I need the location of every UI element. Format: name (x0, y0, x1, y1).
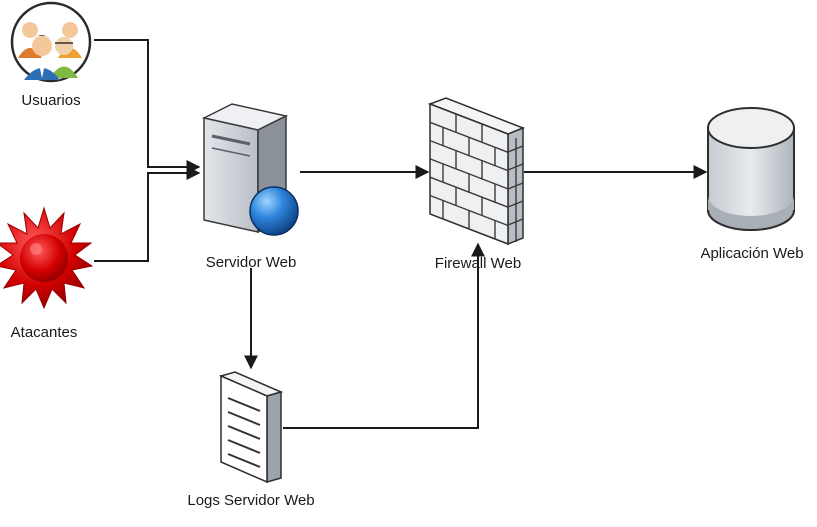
server-globe-icon (201, 103, 299, 236)
attackers-label: Atacantes (10, 324, 78, 341)
application-label: Aplicación Web (700, 245, 804, 262)
document-icon (218, 371, 284, 484)
firewall-label: Firewall Web (434, 255, 522, 272)
edges (94, 39, 708, 429)
edge-attackers-to-server (94, 166, 201, 262)
edge-users-to-server (94, 39, 201, 174)
brick-wall-icon (427, 97, 526, 246)
logs-label: Logs Servidor Web (187, 492, 315, 509)
database-cylinder-icon (707, 107, 795, 231)
users-label: Usuarios (21, 92, 81, 109)
web-server-label: Servidor Web (205, 254, 297, 271)
edge-logs-to-firewall (283, 242, 485, 429)
users-group-icon (10, 1, 92, 83)
virus-icon (0, 206, 94, 310)
